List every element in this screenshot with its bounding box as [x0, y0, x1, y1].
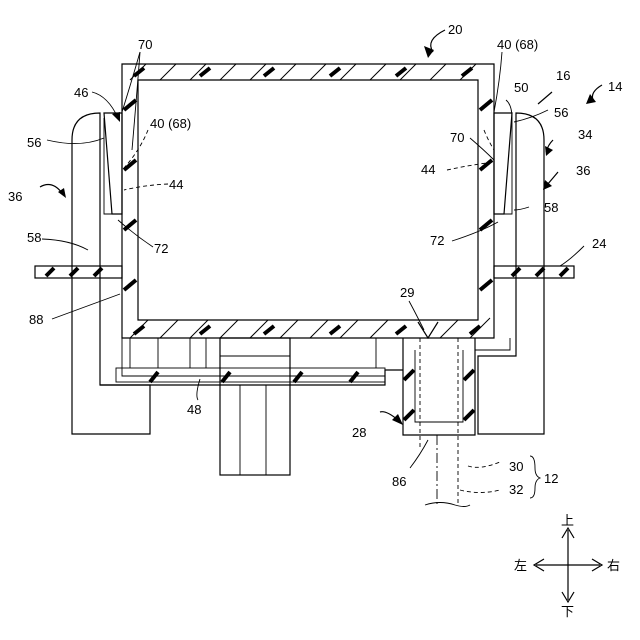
label-24: 24 [592, 236, 606, 251]
label-50: 50 [514, 80, 528, 95]
label-16: 16 [556, 68, 570, 83]
label-56-left: 56 [27, 135, 41, 150]
label-48: 48 [187, 402, 201, 417]
label-40-68-left: 40 (68) [150, 116, 191, 131]
label-70-top: 70 [138, 37, 152, 52]
label-20: 20 [448, 22, 462, 37]
label-12: 12 [544, 471, 558, 486]
direction-compass: 上 下 左 右 [514, 514, 620, 620]
label-70-right: 70 [450, 130, 464, 145]
label-36-left: 36 [8, 189, 22, 204]
label-88: 88 [29, 312, 43, 327]
label-40-68-right: 40 (68) [497, 37, 538, 52]
label-58-left: 58 [27, 230, 41, 245]
connector-block [220, 338, 290, 475]
compass-right-label: 右 [607, 559, 620, 574]
bottom-frame [100, 338, 403, 385]
sensor-boss [403, 322, 510, 507]
compass-up-label: 上 [561, 514, 574, 529]
label-32: 32 [509, 482, 523, 497]
case-wall [122, 60, 494, 338]
label-36-right: 36 [576, 163, 590, 178]
label-30: 30 [509, 459, 523, 474]
label-72-left: 72 [154, 241, 168, 256]
label-34: 34 [578, 127, 592, 142]
label-58-right: 58 [544, 200, 558, 215]
label-14: 14 [608, 79, 622, 94]
label-72-right: 72 [430, 233, 444, 248]
compass-left-label: 左 [514, 559, 527, 574]
label-28: 28 [352, 425, 366, 440]
label-44-left: 44 [169, 177, 183, 192]
label-29: 29 [400, 285, 414, 300]
label-56-right: 56 [554, 105, 568, 120]
leader-lines [40, 30, 602, 498]
label-46: 46 [74, 85, 88, 100]
flange-plate [35, 266, 574, 278]
label-86: 86 [392, 474, 406, 489]
compass-down-label: 下 [561, 605, 574, 620]
label-44-right: 44 [421, 162, 435, 177]
